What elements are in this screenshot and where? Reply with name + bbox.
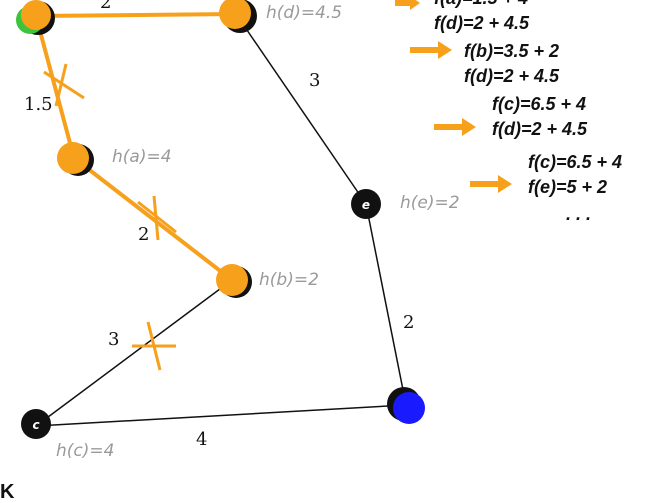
edge-start-a (34, 15, 76, 159)
arrow-icon (410, 41, 452, 59)
heuristic-e: h(e)=2 (400, 193, 460, 213)
edge-b-c (35, 279, 233, 427)
step-3-line-1: f(c)=6.5 + 4 (492, 94, 586, 114)
edge-label-start-d: 2 (100, 0, 111, 13)
arrow-icon (434, 118, 476, 136)
heuristic-b: h(b)=2 (259, 270, 319, 290)
step-1-line-2: f(d)=2 + 4.5 (434, 13, 530, 33)
step-4-line-1: f(c)=6.5 + 4 (528, 152, 622, 172)
node-b[interactable] (216, 264, 248, 296)
edge-label-e-goal: 2 (403, 312, 414, 333)
node-d[interactable] (219, 0, 251, 29)
node-e-letter: e (362, 198, 370, 212)
node-start[interactable] (21, 0, 51, 30)
edge-a-b (72, 156, 234, 282)
cross-mark-a-b (137, 195, 177, 241)
arrow-icon (395, 0, 420, 10)
caption-text: K (0, 481, 15, 503)
arrow-icon (470, 175, 512, 193)
step-3-line-2: f(d)=2 + 4.5 (492, 119, 588, 139)
node-goal[interactable] (393, 392, 425, 424)
step-ellipsis: . . . (566, 204, 591, 224)
step-4-line-2: f(e)=5 + 2 (528, 177, 607, 197)
node-e[interactable] (351, 189, 381, 219)
edge-label-d-e: 3 (309, 70, 320, 91)
cross-mark-start-a (43, 63, 85, 107)
astar-diagram: e c 2 1.5 2 3 3 2 4 h(d)=4.5 h(a)=4 h(b)… (16, 0, 622, 461)
node-c-letter: c (32, 418, 39, 432)
step-1-line-1: f(a)=1.5 + 4 (434, 0, 528, 8)
heuristic-c: h(c)=4 (56, 441, 114, 461)
edge-label-c-goal: 4 (196, 429, 207, 450)
edge-e-goal (365, 203, 407, 406)
edge-label-start-a: 1.5 (24, 94, 53, 115)
edge-d-e (235, 13, 367, 205)
step-2-line-2: f(d)=2 + 4.5 (464, 66, 560, 86)
cross-mark-b-c (132, 321, 176, 371)
edge-label-b-c: 3 (108, 329, 119, 350)
heuristic-d: h(d)=4.5 (266, 3, 342, 23)
heuristic-a: h(a)=4 (112, 147, 172, 167)
node-a[interactable] (57, 142, 89, 174)
edge-label-a-b: 2 (138, 224, 149, 245)
edge-c-goal (35, 404, 407, 427)
node-c[interactable] (21, 409, 51, 439)
edge-start-d (35, 12, 237, 18)
step-2-line-1: f(b)=3.5 + 2 (464, 41, 559, 61)
